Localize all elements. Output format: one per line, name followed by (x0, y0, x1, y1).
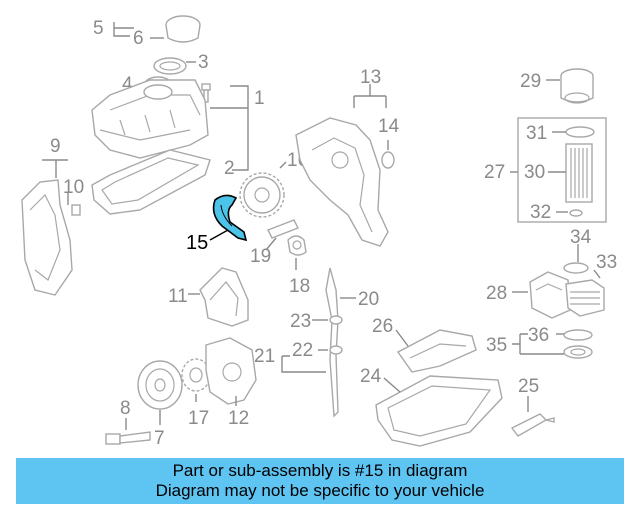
oil-filter-cap (560, 68, 594, 104)
callout-5: 5 (93, 18, 104, 39)
callout-21: 21 (254, 346, 275, 367)
callout-10: 10 (63, 177, 84, 198)
lower-timing-cover (205, 337, 257, 405)
valve-cover-gasket (91, 149, 211, 215)
callout-7: 7 (154, 428, 165, 449)
camshaft-sprocket (239, 172, 285, 218)
timing-cover-front (295, 117, 389, 247)
pulley-bolt (105, 431, 151, 445)
banner-line-2: Diagram may not be specific to your vehi… (155, 481, 485, 500)
idler-pulley (287, 235, 307, 256)
valve-cover (91, 79, 209, 159)
callout-36: 36 (528, 325, 549, 346)
callout-17: 17 (188, 408, 209, 429)
seal-part-14 (381, 151, 395, 169)
callout-14: 14 (378, 116, 400, 137)
dipstick-tube (325, 267, 339, 418)
oil-filler-seal (153, 57, 187, 75)
crankshaft-pulley (137, 360, 183, 410)
callout-19: 19 (250, 246, 271, 267)
callout-8: 8 (120, 398, 131, 419)
seal-part-34 (563, 262, 589, 274)
cover-part-11 (199, 267, 249, 327)
callout-22: 22 (292, 340, 313, 361)
clip-part-10 (71, 204, 81, 216)
callout-26: 26 (372, 316, 393, 337)
timing-cover-rear (21, 179, 73, 296)
callout-27: 27 (484, 162, 505, 183)
callout-1: 1 (254, 88, 265, 109)
oil-pan (375, 375, 503, 447)
bolt-small (201, 83, 211, 103)
part-15-highlighted (212, 194, 248, 242)
callout-20: 20 (358, 289, 379, 310)
o-ring-part-32 (569, 209, 583, 217)
callout-31: 31 (526, 123, 547, 144)
oil-cooler (565, 279, 605, 317)
callout-24: 24 (360, 366, 382, 387)
oil-cooler-bracket (529, 271, 571, 319)
callout-13: 13 (360, 67, 381, 88)
info-banner: Part or sub-assembly is #15 in diagram D… (16, 458, 624, 504)
clip-part-22 (329, 345, 343, 355)
callout-9: 9 (50, 136, 61, 157)
callout-4: 4 (122, 74, 133, 95)
callout-30: 30 (524, 162, 545, 183)
callout-33: 33 (596, 252, 617, 273)
callout-34: 34 (570, 227, 592, 248)
o-ring-part-31 (565, 126, 595, 138)
callout-3: 3 (198, 52, 209, 73)
oil-pan-baffle (396, 329, 477, 373)
callout-15: 15 (186, 232, 208, 254)
oil-filter-element (565, 143, 593, 203)
o-ring-part-36 (563, 329, 593, 341)
callout-2: 2 (224, 158, 235, 179)
seal-part-35 (563, 345, 593, 359)
callout-23: 23 (290, 311, 311, 332)
callout-32: 32 (530, 202, 551, 223)
callout-25: 25 (518, 376, 539, 397)
sealant-tube (510, 413, 555, 437)
callout-6: 6 (133, 28, 144, 49)
oil-filler-cap (165, 15, 201, 43)
callout-12: 12 (228, 408, 249, 429)
bracket-part-19 (267, 219, 299, 239)
callout-11: 11 (168, 286, 188, 307)
callout-35: 35 (486, 335, 507, 356)
callout-18: 18 (289, 276, 310, 297)
callout-28: 28 (486, 283, 507, 304)
callout-29: 29 (520, 71, 541, 92)
banner-line-1: Part or sub-assembly is #15 in diagram (172, 461, 468, 480)
o-ring-part-23 (329, 315, 343, 325)
